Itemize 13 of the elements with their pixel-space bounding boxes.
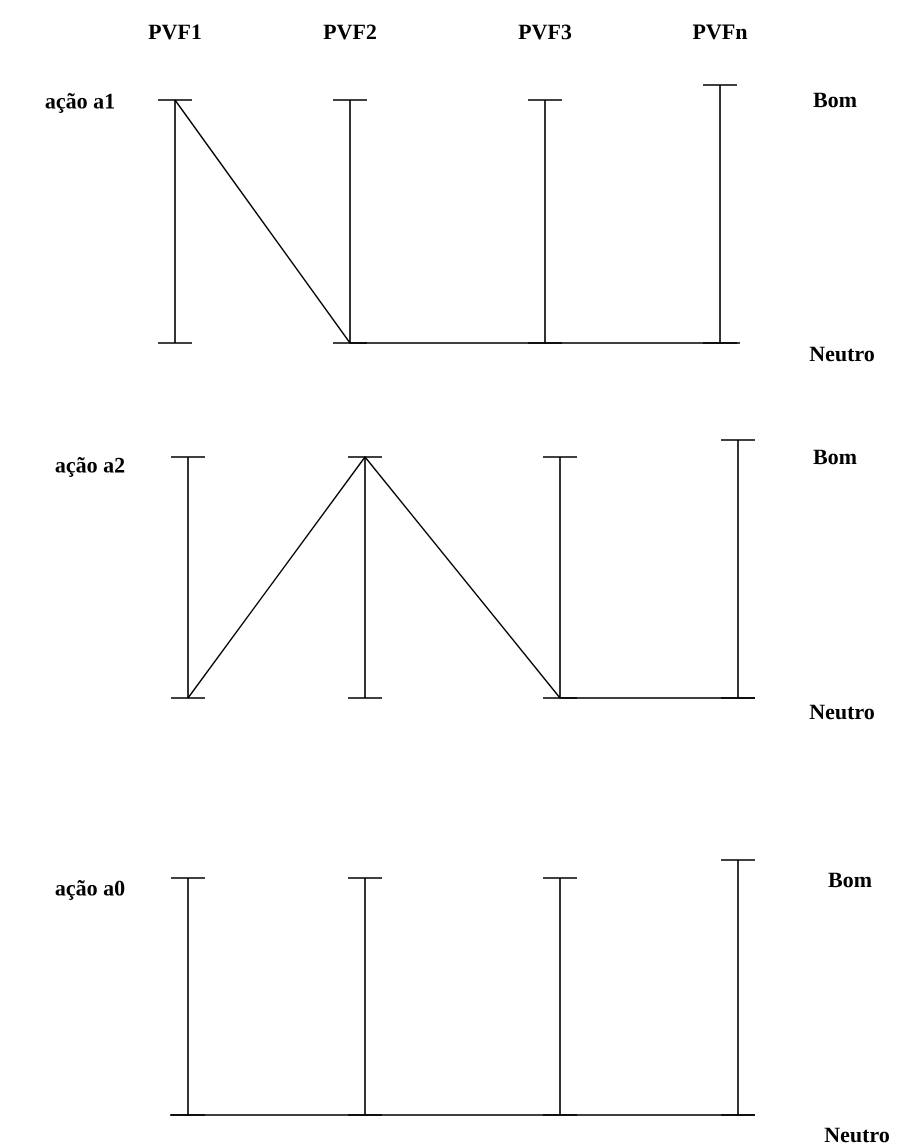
scale-label: Bom [828,872,872,888]
scale-label: Bom [813,449,857,465]
column-heading: PVF3 [518,24,572,40]
row-label: ação a0 [55,880,125,900]
scale-label: Neutro [809,704,874,720]
column-heading: PVFn [692,24,748,40]
row-label: ação a1 [45,93,114,113]
row-label: ação a2 [55,457,125,477]
column-heading: PVF2 [323,24,376,40]
column-heading: PVF1 [148,24,201,40]
scale-label: Neutro [809,346,874,362]
scale-label: Bom [813,92,857,108]
scale-label: Neutro [824,1127,889,1143]
